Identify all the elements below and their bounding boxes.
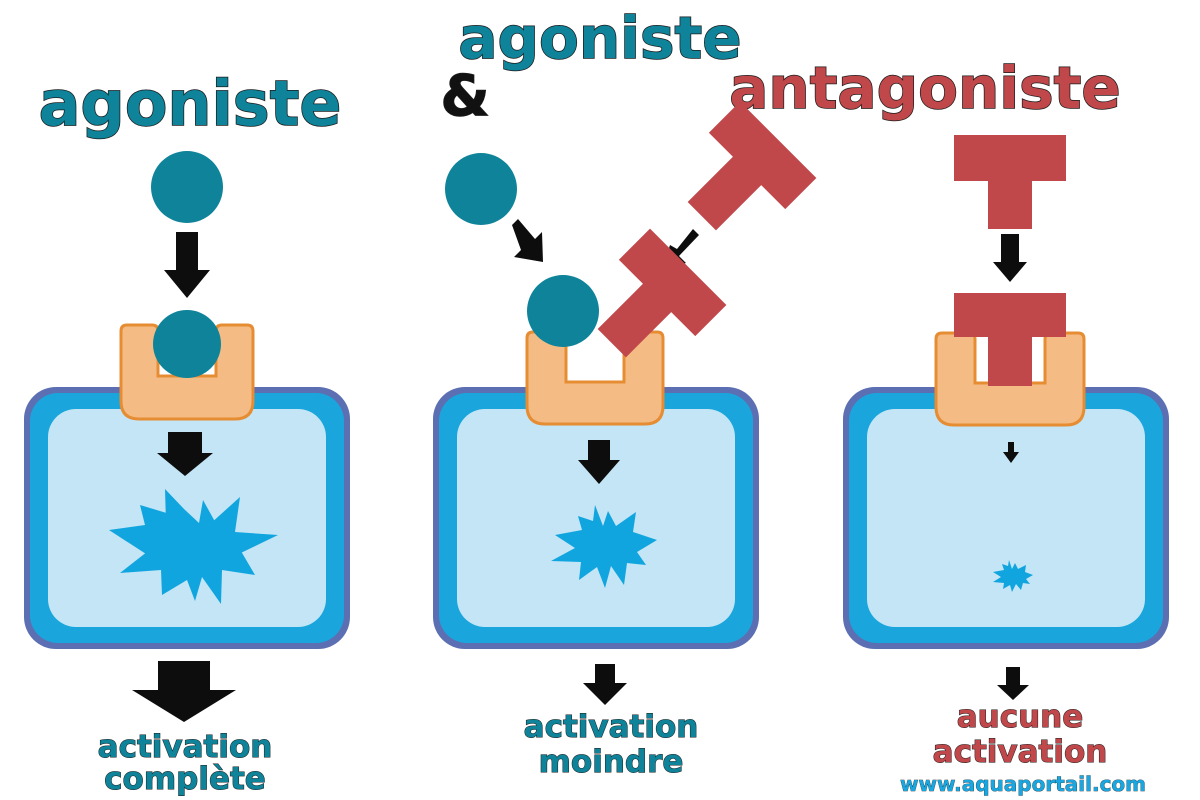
caption-line: aucune	[957, 699, 1084, 735]
agonist-molecule	[151, 151, 223, 223]
arrow-down	[997, 667, 1029, 700]
panel2-title-antagonist: antagoniste	[729, 54, 1120, 122]
panel1-title: agoniste	[39, 67, 342, 140]
caption-line: complète	[104, 761, 266, 797]
bound-agonist	[153, 310, 221, 378]
receptor	[525, 330, 665, 426]
caption-line: activation	[98, 729, 273, 765]
cell-cytoplasm	[867, 409, 1145, 627]
caption-line: moindre	[539, 744, 684, 780]
arrow-down	[1003, 442, 1019, 463]
caption-line: activation	[524, 709, 699, 745]
watermark: www.aquaportail.com	[900, 772, 1146, 796]
arrow-down	[157, 432, 213, 476]
panel-antagonist: aucune activation	[843, 135, 1169, 771]
arrow-down	[993, 234, 1027, 282]
panel2-title-agonist: agoniste	[458, 4, 741, 72]
arrow-down	[578, 440, 620, 484]
bound-antagonist	[597, 228, 727, 358]
panel-agonist-antagonist: activation moindre	[433, 101, 817, 781]
antagonist-molecule	[687, 101, 817, 231]
arrow-diagonal	[512, 219, 543, 262]
activation-burst	[993, 560, 1033, 592]
bound-antagonist	[954, 293, 1066, 386]
panel-agonist: activation complète	[24, 151, 350, 798]
activation-burst	[551, 505, 657, 588]
arrow-down	[164, 232, 210, 298]
panel2-title-ampersand: &	[441, 64, 490, 129]
activation-burst	[109, 489, 278, 604]
agonist-molecule	[445, 153, 517, 225]
arrow-down	[583, 664, 627, 705]
bound-agonist	[527, 275, 599, 347]
antagonist-molecule	[954, 135, 1066, 229]
arrow-down	[132, 661, 236, 722]
caption-line: activation	[933, 734, 1108, 770]
